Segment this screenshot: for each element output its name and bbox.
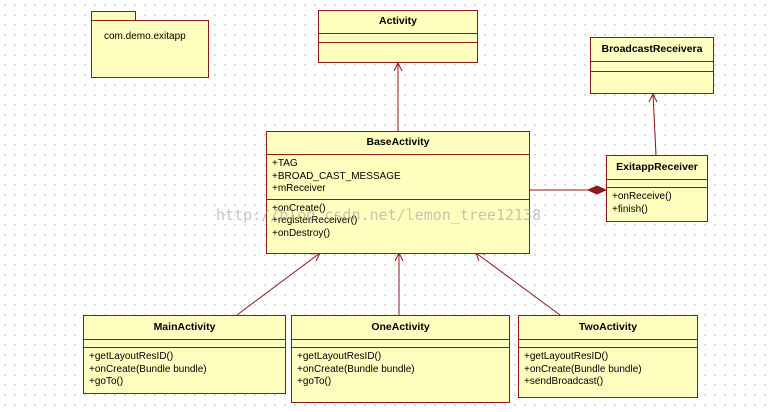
operation: +registerReceiver() — [272, 215, 358, 226]
arrowhead-activity — [393, 61, 403, 72]
attribute: +mReceiver — [272, 183, 326, 194]
operation: +goTo() — [89, 376, 124, 387]
operations-section: +getLayoutResID() +onCreate(Bundle bundl… — [292, 348, 509, 392]
class-broadcast-receiver: BroadcastReceivera — [590, 37, 714, 94]
operation: +goTo() — [297, 376, 332, 387]
operation: +onCreate(Bundle bundle) — [524, 363, 642, 375]
class-base-activity: BaseActivity +TAG +BROAD_CAST_MESSAGE +m… — [266, 131, 530, 254]
operations-section: +getLayoutResID() +onCreate(Bundle bundl… — [519, 348, 697, 392]
arrowhead-broadcast — [648, 92, 658, 103]
inherit-receiver-to-broadcast — [652, 93, 657, 156]
class-exitapp-receiver: ExitappReceiver +onReceive() +finish() — [606, 155, 708, 222]
class-one-activity: OneActivity +getLayoutResID() +onCreate(… — [291, 315, 510, 403]
package-box: com.demo.exitapp — [91, 20, 209, 78]
class-name: OneActivity — [292, 316, 509, 340]
class-main-activity: MainActivity +getLayoutResID() +onCreate… — [83, 315, 286, 394]
operation: +sendBroadcast() — [524, 376, 604, 387]
operation: +getLayoutResID() — [524, 351, 609, 362]
inherit-main-to-base — [236, 252, 321, 316]
operation: +getLayoutResID() — [297, 351, 382, 362]
operation: +onReceive() — [612, 191, 672, 202]
inherit-two-to-base — [475, 252, 561, 316]
attributes-section — [607, 180, 707, 188]
attributes-section — [519, 340, 697, 348]
operation: +onCreate(Bundle bundle) — [89, 363, 207, 375]
attributes-section — [319, 34, 477, 43]
operation: +onCreate(Bundle bundle) — [297, 363, 415, 375]
attribute: +BROAD_CAST_MESSAGE — [272, 170, 401, 182]
class-name: ExitappReceiver — [607, 156, 707, 180]
operations-section: +getLayoutResID() +onCreate(Bundle bundl… — [84, 348, 285, 392]
class-name: BaseActivity — [267, 132, 529, 155]
class-name: Activity — [319, 11, 477, 34]
operation: +onCreate() — [272, 202, 326, 214]
package-name: com.demo.exitapp — [104, 31, 186, 42]
operations-section: +onReceive() +finish() — [607, 188, 707, 219]
class-name: TwoActivity — [519, 316, 697, 340]
attributes-section: +TAG +BROAD_CAST_MESSAGE +mReceiver — [267, 155, 529, 200]
operation: +finish() — [612, 203, 648, 215]
attributes-section — [292, 340, 509, 348]
class-name: MainActivity — [84, 316, 285, 340]
operations-section: +onCreate() +registerReceiver() +onDestr… — [267, 200, 529, 244]
attributes-section — [591, 62, 713, 72]
class-activity: Activity — [318, 10, 478, 63]
class-name: BroadcastReceivera — [591, 38, 713, 62]
attribute: +TAG — [272, 158, 298, 169]
operation: +onDestroy() — [272, 227, 331, 239]
class-two-activity: TwoActivity +getLayoutResID() +onCreate(… — [518, 315, 698, 398]
composition-diamond — [586, 185, 608, 195]
operation: +getLayoutResID() — [89, 351, 174, 362]
attributes-section — [84, 340, 285, 348]
